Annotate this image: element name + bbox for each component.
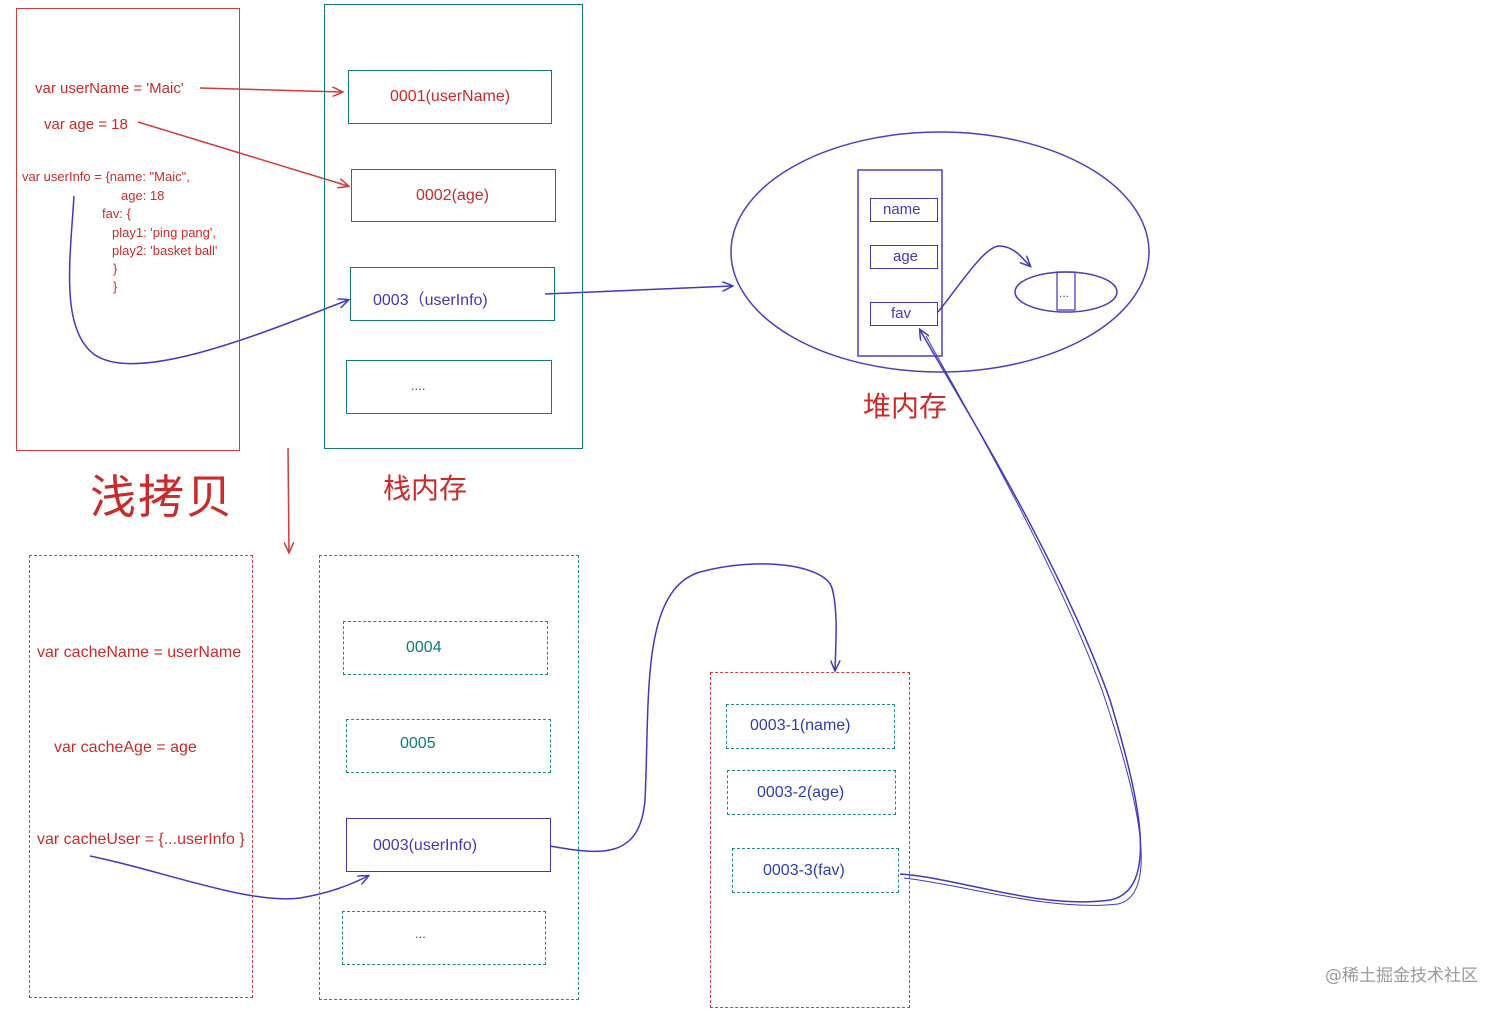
bottom-stack-cell-0005-label: 0005 — [400, 735, 436, 752]
arrow-cacheuser-to-stack — [89, 855, 368, 900]
code-line-cacheage: var cacheAge = age — [54, 739, 197, 756]
heap-ellipse — [730, 131, 1150, 373]
stack-cell-age — [351, 169, 556, 222]
bottom-stack-cell-userinfo — [346, 818, 551, 872]
heap-object-box — [857, 169, 943, 357]
stack-memory-box — [324, 4, 583, 449]
bottom-stack-cell-more-label: ... — [415, 926, 426, 941]
code-line-cachename: var cacheName = userName — [37, 644, 242, 661]
bottom-stack-cell-userinfo-label: 0003(userInfo) — [373, 837, 478, 854]
stack-cell-username — [348, 70, 552, 124]
bottom-stack-box — [319, 555, 579, 1000]
code-line-userinfo-fav: fav: { — [102, 206, 131, 221]
bottom-code-box — [29, 555, 253, 998]
stack-cell-more — [346, 360, 552, 414]
heap-field-age-box — [870, 245, 938, 269]
top-code-box — [16, 8, 240, 451]
stack-cell-more-label: .... — [411, 378, 426, 393]
arrow-down — [288, 447, 289, 552]
copy-cell-name — [726, 704, 895, 749]
bottom-stack-cell-0005 — [346, 719, 551, 773]
copied-object-box — [710, 672, 910, 1008]
heap-field-age: age — [893, 248, 919, 265]
nested-object-label: ... — [1059, 286, 1070, 300]
code-line-play1: play1: 'ping pang', — [112, 225, 216, 240]
heap-memory-label: 堆内存 — [863, 390, 948, 423]
code-line-username: var userName = 'Maic' — [35, 80, 184, 97]
arrow-age-to-stack — [137, 121, 348, 186]
heap-field-fav-box — [870, 302, 938, 326]
code-line-userinfo: var userInfo = {name: "Maic", — [22, 169, 190, 184]
copy-cell-age — [727, 770, 896, 815]
stack-cell-username-label: 0001(userName) — [390, 88, 511, 105]
copy-cell-fav — [732, 848, 899, 893]
arrow-stack-to-copy — [549, 563, 836, 853]
arrow-copyfav-to-heapfav — [899, 330, 1142, 903]
stack-cell-userinfo — [350, 267, 555, 321]
copy-cell-age-label: 0003-2(age) — [757, 784, 845, 801]
code-line-age: var age = 18 — [44, 116, 128, 133]
heap-field-name: name — [883, 201, 921, 218]
heap-field-fav: fav — [891, 305, 912, 322]
stack-cell-age-label: 0002(age) — [416, 187, 489, 204]
arrow-username-to-stack — [199, 88, 342, 92]
bottom-stack-cell-0004 — [343, 621, 548, 675]
code-line-play2: play2: 'basket ball' — [112, 243, 218, 258]
code-line-close-outer: } — [113, 279, 118, 294]
arrow-fav-to-nested — [937, 245, 1030, 313]
heap-field-name-box — [870, 198, 938, 222]
copy-cell-name-label: 0003-1(name) — [750, 717, 851, 734]
stack-memory-label: 栈内存 — [383, 472, 468, 505]
arrow-stack-to-heap — [544, 286, 732, 295]
bottom-stack-cell-0004-label: 0004 — [406, 639, 442, 656]
code-line-cacheuser: var cacheUser = {...userInfo } — [37, 831, 245, 848]
stack-cell-userinfo-label: 0003（userInfo) — [373, 292, 488, 309]
arrow-copyfav-to-heapfav-stroke2 — [903, 335, 1142, 906]
watermark: @稀土掘金技术社区 — [1325, 966, 1478, 986]
copy-cell-fav-label: 0003-3(fav) — [763, 862, 845, 879]
bottom-stack-cell-more — [342, 911, 546, 965]
shallow-copy-title: 浅拷贝 — [90, 470, 234, 524]
arrow-userinfo-to-stack — [68, 195, 348, 365]
nested-object-box — [1056, 271, 1076, 311]
code-line-userinfo-age: age: 18 — [121, 188, 165, 203]
code-line-close-inner: } — [113, 261, 118, 276]
